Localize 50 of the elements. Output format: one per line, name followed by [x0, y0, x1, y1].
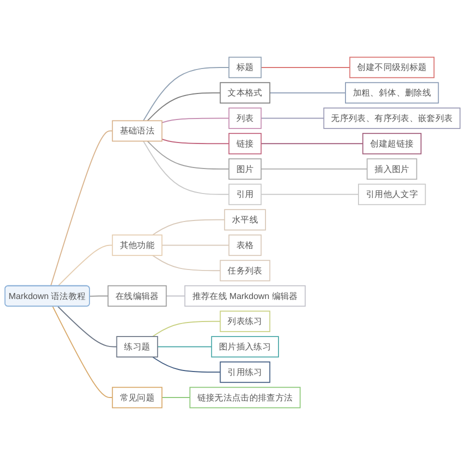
node-box: 创建超链接 — [362, 132, 422, 154]
connector — [260, 143, 364, 144]
connector — [57, 306, 118, 348]
connector — [52, 306, 113, 398]
connector — [57, 244, 113, 287]
node-box: 引用他人文字 — [358, 184, 426, 206]
connector — [161, 397, 190, 398]
connector — [152, 356, 221, 373]
node-box: 在线编辑器 — [108, 285, 167, 307]
connector — [152, 254, 221, 272]
connector — [146, 92, 221, 122]
connector — [50, 130, 113, 287]
node-box: 创建不同级别标题 — [349, 56, 434, 78]
node-box: 水平线 — [224, 209, 266, 230]
node-box: 练习题 — [116, 336, 158, 358]
node-box: 推荐在线 Markdown 编辑器 — [184, 285, 306, 307]
connector — [260, 118, 324, 119]
node-box: 图片 — [228, 158, 262, 180]
connector — [161, 138, 230, 144]
node-box: 常见问题 — [112, 386, 162, 408]
connector — [152, 320, 221, 338]
connector — [161, 118, 230, 124]
node-box: 标题 — [228, 56, 262, 78]
node-box: 表格 — [228, 234, 262, 256]
connector — [142, 66, 230, 122]
connector — [260, 168, 368, 170]
node-box: 插入图片 — [366, 158, 418, 180]
node-box: 基础语法 — [112, 120, 162, 142]
node-box: 引用练习 — [220, 361, 270, 383]
node-box: 加粗、斜体、删除线 — [345, 82, 439, 104]
connector — [161, 244, 230, 246]
node-box: 任务列表 — [220, 260, 270, 282]
connector — [142, 140, 230, 195]
node-box: 列表 — [228, 108, 262, 129]
connector — [260, 66, 350, 68]
node-box: 列表练习 — [220, 310, 270, 332]
node-box: 其他功能 — [112, 234, 162, 256]
connector — [269, 92, 346, 94]
node-box: 引用 — [228, 184, 262, 206]
connector — [89, 295, 109, 297]
node-box: 链接无法点击的排查方法 — [189, 386, 301, 408]
connector — [166, 295, 186, 296]
node-box: 无序列表、有序列表、嵌套列表 — [323, 108, 460, 129]
connector — [152, 219, 226, 236]
node-box: 图片插入练习 — [211, 336, 279, 358]
node-box: 文本格式 — [220, 82, 270, 104]
connector — [260, 194, 359, 195]
connector — [146, 140, 230, 170]
connector — [157, 346, 212, 348]
node-box: 链接 — [228, 132, 262, 154]
